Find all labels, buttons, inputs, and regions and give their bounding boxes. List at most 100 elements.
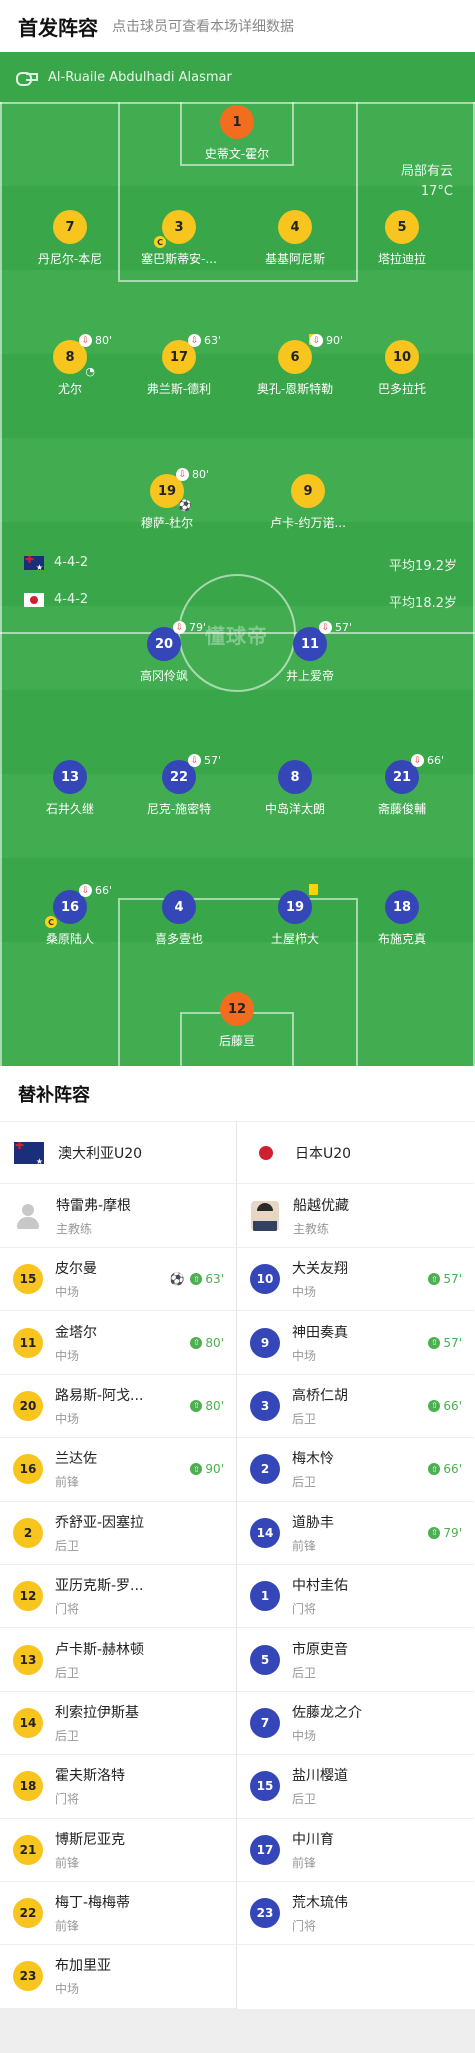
player-number: 11	[300, 636, 320, 652]
player-card[interactable]: 4 喜多壹也	[119, 890, 239, 947]
player-card[interactable]: 12 后藤亘	[177, 992, 297, 1049]
sub-off-icon: ⇩	[79, 884, 92, 897]
sub-player-position: 中场	[292, 1728, 317, 1743]
player-name: 中岛洋太朗	[264, 802, 325, 816]
sub-player-number: 17	[250, 1834, 280, 1865]
player-name: 土屋栉大	[270, 932, 319, 946]
weather-temperature: 17°C	[420, 184, 453, 199]
player-card[interactable]: 19 土屋栉大	[235, 884, 355, 947]
player-card[interactable]: 6 ⇩90' 奥孔-恩斯特勒	[235, 334, 355, 397]
sub-player-number: 7	[250, 1707, 280, 1738]
whistle-icon	[14, 70, 38, 86]
player-card[interactable]: 13 石井久继	[10, 760, 130, 817]
sub-in-time: 80'	[205, 1335, 224, 1350]
home-team-name: 澳大利亚U20	[58, 1145, 143, 1162]
away-formation: 4-4-2	[24, 592, 88, 607]
player-card[interactable]: 22 ⇩57' 尼克-施密特	[119, 754, 239, 817]
player-name: 布施克真	[377, 932, 426, 946]
sub-player-name: 皮尔曼	[55, 1261, 97, 1278]
player-name: 丹尼尔-本尼	[37, 252, 103, 266]
sub-player-name: 霍夫斯洛特	[55, 1768, 125, 1785]
player-name: 巴多拉托	[377, 382, 426, 396]
player-card[interactable]: 10 巴多拉托	[342, 340, 462, 397]
home-coach-row[interactable]: 特雷弗-摩根 主教练	[0, 1184, 236, 1248]
player-card[interactable]: 3 C 塞巴斯蒂安-...	[119, 210, 239, 267]
home-avg-age: 平均19.2岁	[389, 559, 457, 574]
player-card[interactable]: 21 ⇩66' 斋藤俊輔	[342, 754, 462, 817]
home-subs-column: 澳大利亚U20 特雷弗-摩根 主教练 15皮尔曼中场⚽⇧63'11金塔尔中场⇧8…	[0, 1122, 237, 2009]
lineup-header: 首发阵容 点击球员可查看本场详细数据	[0, 0, 475, 52]
player-number: 19	[285, 899, 305, 915]
player-card[interactable]: 17 ⇩63' 弗兰斯-德利	[119, 334, 239, 397]
player-card[interactable]: 8 ⇩80' ◔ 尤尔	[10, 334, 130, 397]
sub-player-number: 14	[250, 1517, 280, 1548]
player-card[interactable]: 20 ⇩79' 高冈伶飒	[104, 621, 224, 684]
player-card[interactable]: 9 卢卡-约万诺...	[248, 474, 368, 531]
sub-off-icon: ⇩	[319, 621, 332, 634]
second-yellow-icon: ◔	[85, 365, 95, 378]
sub-player-number: 20	[13, 1390, 43, 1421]
player-number: 13	[53, 760, 87, 794]
sub-player-position: 门将	[55, 1602, 80, 1617]
sub-in-time: 79'	[443, 1525, 462, 1540]
sub-player-number: 12	[13, 1581, 43, 1612]
sub-player-name: 梅丁-梅梅蒂	[55, 1895, 131, 1912]
sub-in-badge: ⇧80'	[190, 1399, 224, 1413]
sub-in-time: 66'	[443, 1462, 462, 1477]
sub-player-name: 乔舒亚-因塞拉	[55, 1514, 145, 1531]
player-card[interactable]: 7 丹尼尔-本尼	[10, 210, 130, 267]
player-card[interactable]: 19 ⇩80' ⚽ 穆萨-杜尔	[107, 468, 227, 531]
player-card[interactable]: 16 ⇩66' C 桑原陆人	[10, 884, 130, 947]
player-card[interactable]: 11 ⇩57' 井上爱帝	[250, 621, 370, 684]
sub-off-time: 63'	[204, 334, 222, 347]
sub-off-icon: ⇩	[188, 334, 201, 347]
sub-in-time: 80'	[205, 1398, 224, 1413]
sub-off-badge: ⇩57'	[319, 621, 352, 634]
sub-player-number: 10	[250, 1264, 280, 1295]
top-goal-box	[180, 102, 294, 166]
sub-player-name: 金塔尔	[55, 1324, 97, 1341]
player-number: 6	[290, 349, 300, 365]
player-card[interactable]: 8 中岛洋太朗	[235, 760, 355, 817]
sub-player-position: 前锋	[292, 1538, 317, 1553]
player-number: 9	[291, 474, 325, 508]
player-name: 尼克-施密特	[146, 802, 212, 816]
sub-player-number: 3	[250, 1390, 280, 1421]
player-card[interactable]: 4 基基阿尼斯	[235, 210, 355, 267]
pitch-outline	[0, 102, 475, 1066]
sub-player-position: 后卫	[292, 1665, 317, 1680]
player-card[interactable]: 5 塔拉迪拉	[342, 210, 462, 267]
goal-icon: ⚽	[169, 1272, 185, 1287]
sub-in-icon: ⇧	[428, 1463, 441, 1476]
player-card[interactable]: 18 布施克真	[342, 890, 462, 947]
player-name: 高冈伶飒	[139, 669, 188, 683]
sub-off-time: 57'	[204, 754, 222, 767]
player-card[interactable]: 1 史蒂文-霍尔	[177, 105, 297, 162]
away-coach-row[interactable]: 船越优藏 主教练	[237, 1184, 474, 1248]
coach-role: 主教练	[56, 1221, 93, 1236]
sub-player-number: 2	[13, 1517, 43, 1548]
